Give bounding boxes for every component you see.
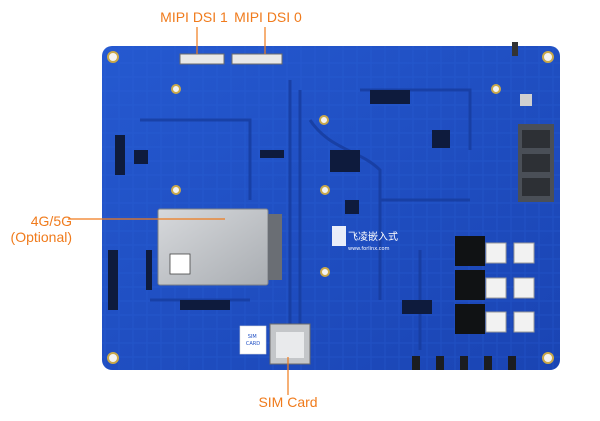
board-logo: 飞凌嵌入式 www.forlinx.com [332, 226, 398, 252]
board-logo-cn: 飞凌嵌入式 [348, 230, 398, 243]
callout-mipi-dsi-1: MIPI DSI 1 [160, 9, 228, 25]
sim-silkscreen-label: SIM CARD [246, 334, 260, 347]
mipi-dsi-1-connector [179, 53, 225, 65]
leader-lines [68, 27, 289, 395]
pcb-trace-texture [102, 46, 560, 370]
ic-cluster [455, 236, 535, 334]
sim-silkscreen-line-1: SIM [248, 334, 257, 340]
sim-card-slot-inner [276, 332, 304, 358]
callout-4g5g: 4G/5G (Optional) [0, 213, 72, 245]
board-logo-url: www.forlinx.com [348, 246, 390, 252]
callout-4g5g-line-1: 4G/5G [30, 213, 72, 229]
mipi-dsi-0-connector [231, 53, 283, 65]
module-qr-label [169, 253, 191, 275]
callout-sim-card: SIM Card [258, 394, 318, 410]
module-socket [268, 214, 282, 280]
callout-mipi-dsi-0: MIPI DSI 0 [234, 9, 302, 25]
mounting-holes [107, 51, 554, 364]
right-connector-slots [522, 130, 550, 196]
smd-components [108, 90, 450, 314]
connector-tab [520, 94, 532, 106]
sim-silkscreen-box [239, 325, 267, 355]
bottom-connectors [412, 356, 516, 370]
callout-4g5g-line-2: (Optional) [10, 229, 72, 245]
sim-silkscreen-line-2: CARD [246, 341, 260, 347]
switch-button [512, 42, 518, 56]
